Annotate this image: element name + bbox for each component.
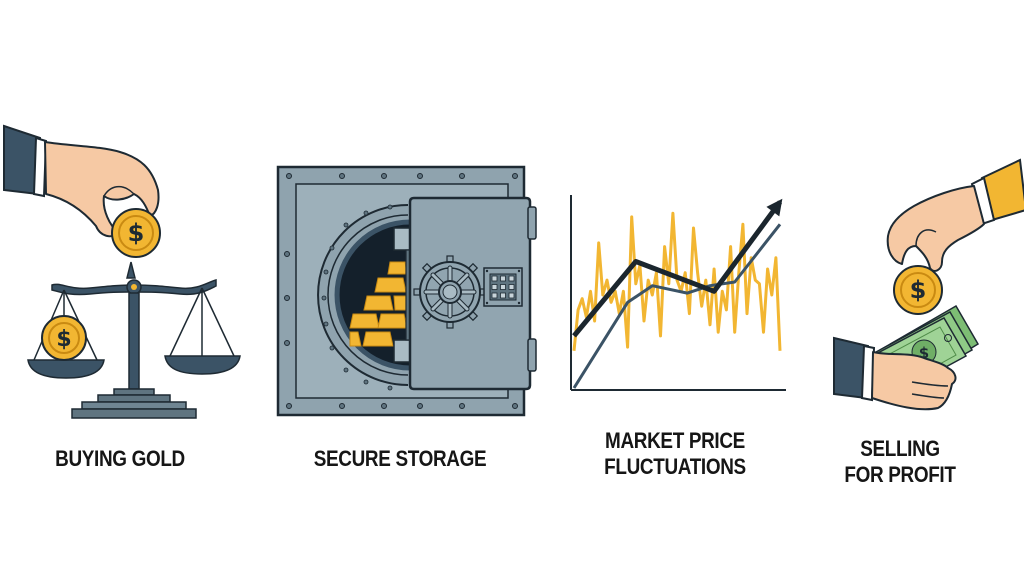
dollar-sign-icon: $	[919, 344, 929, 362]
hand-icon	[886, 185, 985, 272]
caption-line: SECURE STORAGE	[313, 446, 487, 471]
step-market-price-fluctuations: MARKET PRICE FLUCTUATIONS	[560, 0, 800, 576]
caption-buying-gold: BUYING GOLD	[34, 446, 206, 472]
step-buying-gold: $	[0, 0, 260, 576]
trend-arrow-line	[572, 200, 783, 338]
caption-market-price-fluctuations: MARKET PRICE FLUCTUATIONS	[576, 428, 774, 480]
gold-coin-icon: $	[41, 315, 87, 361]
dollar-sign-icon: $	[56, 327, 71, 352]
selling-illustration: $ $	[833, 158, 1024, 411]
volatile-price-line	[572, 211, 782, 351]
keypad-icon	[483, 267, 523, 307]
caption-line: SELLING	[860, 436, 940, 461]
sleeve-icon	[3, 124, 48, 198]
dollar-sign-icon: $	[910, 276, 927, 304]
gold-bars-icon	[349, 261, 408, 347]
trend-arrow-icon	[766, 198, 783, 217]
vault-illustration	[276, 165, 537, 417]
line-chart-icon	[570, 195, 786, 391]
caption-line: FOR PROFIT	[844, 462, 956, 487]
caption-selling-for-profit: SELLING FOR PROFIT	[831, 436, 969, 488]
vault-wheel-icon	[413, 255, 487, 329]
hand-icon	[44, 141, 160, 238]
caption-line: FLUCTUATIONS	[604, 454, 746, 479]
balance-scale-icon: $	[27, 261, 241, 419]
gold-coin-icon: $	[111, 208, 161, 258]
buying-gold-illustration: $	[3, 124, 241, 419]
hand-icon	[871, 351, 957, 411]
caption-line: MARKET PRICE	[605, 428, 745, 453]
caption-secure-storage: SECURE STORAGE	[297, 446, 503, 472]
sleeve-icon	[833, 336, 876, 402]
caption-line: BUYING GOLD	[55, 446, 185, 471]
sleeve-icon	[970, 158, 1024, 226]
dollar-sign-icon: $	[128, 219, 145, 247]
vault-icon	[276, 165, 537, 417]
step-selling-for-profit: $ $ SELLING FOR PROFIT	[820, 0, 1024, 576]
price-chart-illustration	[570, 195, 786, 391]
average-trend-line	[572, 223, 782, 389]
gold-coin-icon: $	[893, 265, 943, 315]
step-secure-storage: SECURE STORAGE	[270, 0, 550, 576]
